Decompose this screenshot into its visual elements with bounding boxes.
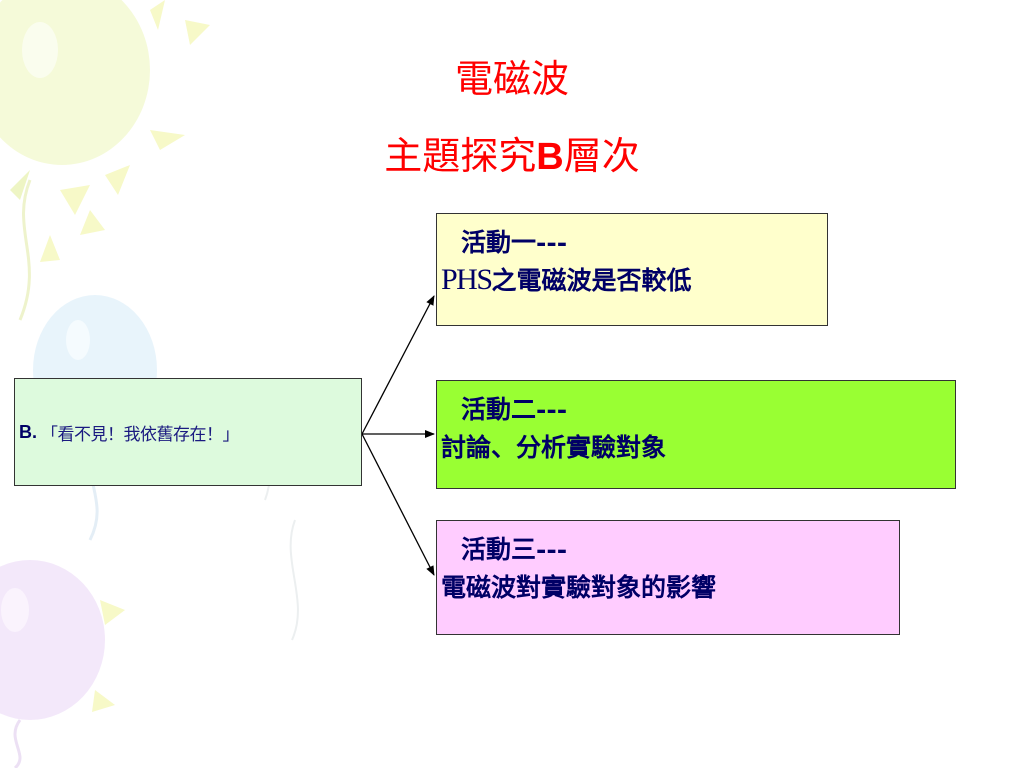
- activity-box-1: 活動一--- PHS之電磁波是否較低: [436, 213, 828, 326]
- activity-description: 電磁波對實驗對象的影響: [441, 567, 899, 608]
- source-box: B. 「看不見！我依舊存在！」: [14, 378, 362, 486]
- source-quote: 「看不見！我依舊存在！」: [41, 424, 240, 445]
- activity-box-2: 活動二--- 討論、分析實驗對象: [436, 380, 956, 489]
- activity-description: 討論、分析實驗對象: [441, 427, 955, 468]
- balloon-decoration: [0, 560, 125, 768]
- activity-description-text: 討論、分析實驗對象: [441, 433, 667, 462]
- activity-heading: 活動二---: [461, 395, 568, 424]
- activity-heading: 活動三---: [461, 535, 568, 564]
- balloon-decoration: [0, 0, 210, 321]
- title-text-pre: 主題探究: [384, 134, 537, 178]
- title-line-1: 電磁波: [0, 56, 1024, 102]
- activity-description-text: 電磁波對實驗對象的影響: [441, 573, 717, 602]
- title-line-2: 主題探究B層次: [0, 133, 1024, 180]
- arrow-to-activity-1: [361, 295, 435, 435]
- source-label: B.: [19, 421, 37, 442]
- activity-description-latin: PHS: [441, 263, 493, 296]
- arrow-to-activity-3: [361, 433, 435, 576]
- title-text-post: 層次: [563, 134, 640, 178]
- title-bold-letter: B: [536, 136, 564, 178]
- activity-description-text: 之電磁波是否較低: [491, 266, 692, 295]
- activity-box-3: 活動三--- 電磁波對實驗對象的影響: [436, 520, 900, 635]
- activity-heading: 活動一---: [461, 228, 568, 257]
- title-text: 電磁波: [454, 57, 569, 101]
- activity-description: PHS之電磁波是否較低: [441, 260, 827, 301]
